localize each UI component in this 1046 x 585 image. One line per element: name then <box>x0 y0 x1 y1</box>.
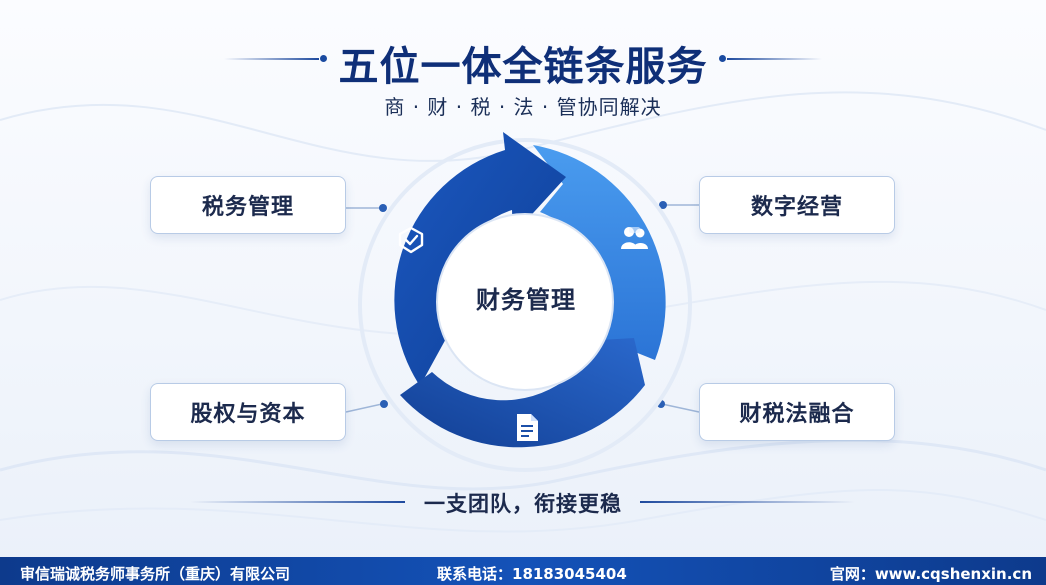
connector-dot <box>379 204 387 212</box>
tagline-decoration-line <box>640 501 855 503</box>
title-row: 五位一体全链条服务 <box>0 30 1046 90</box>
footer-website: 官网：www.cqshenxin.cn <box>829 565 1032 583</box>
document-icon <box>517 414 538 441</box>
card-equity-capital: 股权与资本 <box>150 383 346 441</box>
title-decoration-line <box>727 58 822 60</box>
footer-phone: 联系电话：18183045404 <box>437 565 627 583</box>
card-digital-operations: 数字经营 <box>699 176 895 234</box>
tagline-decoration-line <box>190 501 405 503</box>
title-decoration-dot <box>320 55 327 62</box>
title-decoration-line <box>224 58 319 60</box>
title-decoration-dot <box>719 55 726 62</box>
tagline-row: 一支团队，衔接更稳 <box>0 488 1046 518</box>
cycle-segment-right <box>533 145 666 360</box>
footer-bar: 审信瑞诚税务师事务所（重庆）有限公司 联系电话：18183045404 官网：w… <box>0 557 1046 585</box>
card-finance-tax-law: 财税法融合 <box>699 383 895 441</box>
connector-bottom-right <box>661 403 700 413</box>
connector-bottom-left <box>345 403 383 413</box>
cycle-center-disc <box>436 213 614 391</box>
center-label: 财务管理 <box>476 286 576 314</box>
page-title: 五位一体全链条服务 <box>338 44 708 90</box>
tagline: 一支团队，衔接更稳 <box>424 492 622 516</box>
team-users-icon <box>621 227 648 249</box>
card-tax-management: 税务管理 <box>150 176 346 234</box>
page-subtitle: 商 · 财 · 税 · 法 · 管协同解决 <box>384 95 662 119</box>
footer-company: 审信瑞诚税务师事务所（重庆）有限公司 <box>20 565 291 583</box>
connector-dot <box>380 400 388 408</box>
connector-dot <box>659 201 667 209</box>
cycle-segment-bottom <box>400 338 645 448</box>
shield-check-icon <box>398 226 424 254</box>
cycle-outer-ring <box>358 138 692 472</box>
cycle-segment-left <box>394 132 566 386</box>
